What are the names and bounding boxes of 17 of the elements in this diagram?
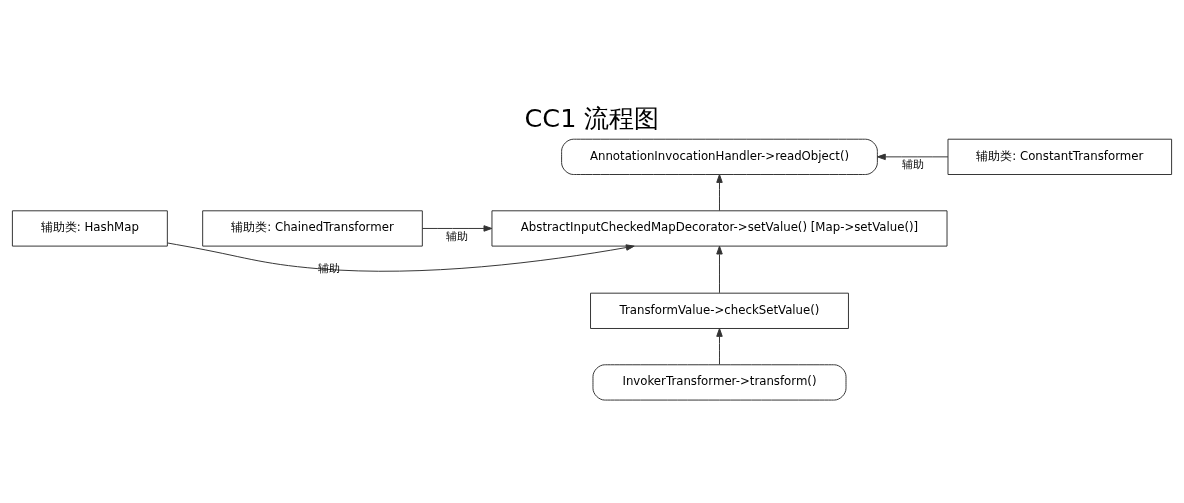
node-box: InvokerTransformer->transform() — [592, 364, 847, 401]
node-box: 辅助类: HashMap — [11, 210, 168, 247]
node-box: AbstractInputCheckedMapDecorator->setValue() [Map->setValue()] — [491, 210, 948, 247]
node-box: TransformValue->checkSetValue() — [590, 292, 849, 329]
edge-label: 辅助 — [446, 230, 469, 244]
edge-label: 辅助 — [318, 262, 341, 276]
arrow — [167, 242, 635, 272]
node-box: 辅助类: ConstantTransformer — [947, 138, 1173, 175]
arrow — [716, 245, 723, 294]
arrow — [716, 174, 723, 212]
edge-label: 辅助 — [901, 158, 924, 172]
arrow — [876, 153, 949, 161]
arrow — [716, 328, 723, 366]
arrow — [421, 225, 493, 232]
node-box: 辅助类: ChainedTransformer — [202, 210, 423, 247]
diagram-title: CC1 流程图 — [524, 103, 660, 134]
node-box: AnnotationInvocationHandler->readObject() — [561, 138, 878, 175]
